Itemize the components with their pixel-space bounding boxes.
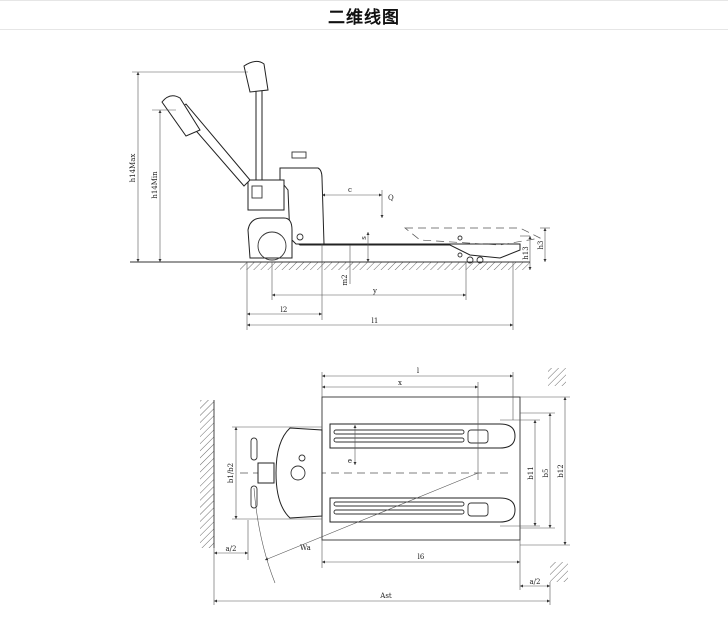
dim-y-label: y [372, 287, 377, 295]
controller-box [251, 185, 263, 199]
dim-a-half-left-label: a/2 [226, 545, 237, 553]
dim-h14max-label: h14Max [129, 154, 137, 183]
dim-h13-label: h13 [522, 246, 530, 259]
motor-block [247, 179, 285, 211]
dim-l-label: l [417, 367, 420, 375]
dim-h3-label: h3 [537, 241, 545, 250]
top-view: e l x b1/b2 b11 b5 b12 Wa a/ [200, 367, 570, 605]
tiller-head-lowered [161, 95, 201, 137]
tiller-head-upright [243, 60, 269, 93]
chassis-bolt [296, 233, 304, 241]
title-bar: 二维线图 [0, 0, 728, 30]
drive-wheel [257, 231, 287, 261]
wall-top-right [548, 368, 566, 386]
key-knob [291, 151, 307, 159]
dim-a-half-right-label: a/2 [530, 578, 541, 586]
tiller-head-top [257, 462, 275, 484]
dim-b1-b2-label: b1/b2 [227, 463, 235, 483]
load-q-label: Q [388, 194, 394, 202]
dim-s-label: s [360, 236, 368, 240]
dim-l6-label: l6 [418, 553, 425, 561]
fork-bolt-lower [457, 252, 463, 258]
dim-b11-label: b11 [527, 466, 535, 479]
dim-b12-label: b12 [557, 464, 565, 477]
dim-l1-label: l1 [372, 317, 379, 325]
dim-ast-label: Ast [379, 592, 392, 600]
dim-x-label: x [398, 379, 402, 387]
fork-raised-outline [404, 227, 542, 246]
drive-unit [247, 217, 293, 259]
dim-e-label: e [348, 457, 352, 465]
tiller-upright [255, 89, 263, 181]
load-roller-right [467, 502, 489, 517]
dim-wa-line [264, 472, 479, 561]
page-title: 二维线图 [328, 7, 400, 28]
side-view: h14Max h14Min c Q s m2 h13 h3 y l2 [129, 60, 550, 330]
chassis-top [275, 427, 323, 519]
load-roller-1 [466, 256, 474, 264]
dim-b5-label: b5 [542, 469, 550, 478]
wall-left [200, 400, 214, 548]
fork-left [329, 423, 516, 449]
dim-wa-label: Wa [300, 544, 311, 552]
dim-m2-label: m2 [341, 274, 349, 285]
fork-bolt [457, 235, 463, 241]
turning-arc [253, 487, 276, 584]
dim-h14min-label: h14Min [151, 171, 159, 199]
fork-lower [289, 237, 521, 259]
ground-hatch [240, 262, 530, 270]
dim-c-label: c [348, 186, 352, 194]
wall-bottom-right [550, 562, 568, 582]
dim-l2-label: l2 [281, 306, 288, 314]
load-roller-2 [476, 256, 484, 264]
